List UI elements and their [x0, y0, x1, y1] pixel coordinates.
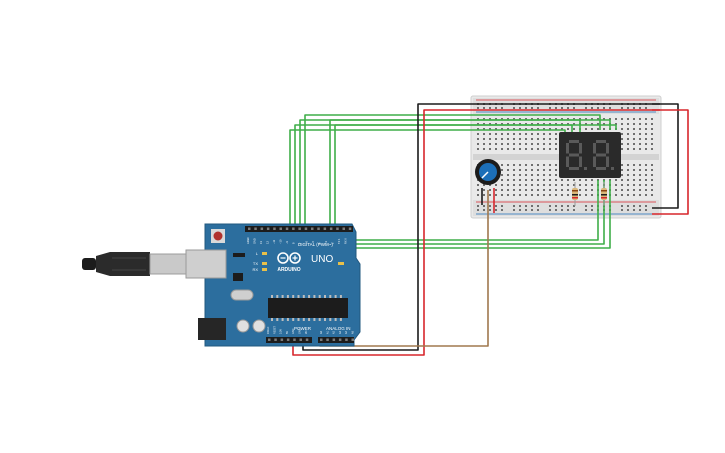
analog-pin-label: A0 [320, 330, 323, 334]
power-jack [198, 318, 226, 340]
digital-pin-label: ~3 [324, 240, 328, 244]
usb-plug-housing [96, 252, 150, 276]
usb-b-port [185, 249, 227, 279]
display-segment [593, 156, 596, 167]
arduino-brand-text: ARDUINO [277, 267, 300, 273]
digital-pin-label: ~9 [285, 240, 289, 244]
display-segment [596, 140, 606, 143]
led-label-l: L [256, 251, 259, 256]
capacitor-2 [252, 319, 266, 333]
digital-pin-label: 4 [318, 242, 322, 244]
display-segment [579, 156, 582, 167]
usb-cable-end [82, 258, 96, 270]
digital-label: DIGITAL (PWM~) [298, 242, 333, 247]
digital-pin-label: TX 1 [337, 238, 341, 244]
wire-green-4[interactable] [304, 114, 601, 232]
digital-pin-label: AREF [246, 237, 250, 244]
power-pin-label: 3.3V [280, 329, 283, 334]
display-segment [606, 156, 609, 167]
onboard-leds: L TX RX [252, 251, 267, 272]
display-segment [569, 167, 579, 170]
capacitor-1 [236, 319, 250, 333]
digital-pin-label: 13 [259, 241, 263, 244]
display-segment [593, 143, 596, 154]
digital-pin-label: ~5 [311, 240, 315, 244]
digital-pin-label: ~6 [305, 240, 309, 244]
digital-pin-label: 7 [298, 242, 302, 244]
power-pin-label: GND [299, 328, 302, 334]
bottom-power-rail [473, 200, 659, 216]
digital-pin-label: 8 [292, 242, 296, 244]
reset-button[interactable] [213, 231, 223, 241]
power-pin-label: 5V [286, 331, 289, 334]
analog-pin-label: A3 [339, 330, 342, 334]
potentiometer[interactable] [475, 159, 501, 185]
analog-pin-label: A5 [352, 330, 355, 334]
display-segment [596, 153, 606, 157]
display-segment [569, 153, 579, 157]
display-segment [566, 143, 569, 154]
display-segment [569, 140, 579, 143]
power-label: POWER [294, 326, 312, 331]
digital-pin-label: ~10 [279, 239, 283, 244]
wire-red-rail-jumper[interactable] [652, 109, 689, 215]
power-led [338, 262, 344, 265]
pot-indicator [481, 171, 489, 179]
usb-plug-metal [149, 253, 187, 275]
digital-pin-label: GND [253, 238, 257, 244]
display-segment [606, 143, 609, 154]
arduino-uno-board[interactable]: L TX RX ARDUINO UNO DIGITAL (PWM~) POWER… [185, 223, 361, 347]
smd-chip-1 [233, 253, 245, 257]
uno-model-text: UNO [311, 254, 333, 265]
digital-pin-label: ~11 [272, 239, 276, 244]
power-pin-label: Vin [305, 330, 308, 334]
power-pin-label: GND [292, 328, 295, 334]
analog-pin-label: A1 [326, 330, 329, 334]
display-decimal-point [611, 167, 614, 170]
power-pin-label: IOREF [267, 326, 270, 334]
led-label-tx: TX [253, 261, 258, 266]
digital-pin-label: RX 0 [344, 238, 348, 244]
crystal [230, 289, 254, 301]
display-body [559, 132, 621, 178]
display-segment [596, 167, 606, 170]
power-pin-label: RESET [273, 325, 276, 334]
resistor-2[interactable] [601, 182, 607, 206]
arduino-logo [277, 252, 301, 264]
display-segment [566, 156, 569, 167]
resistor-1[interactable] [572, 182, 578, 206]
digital-pin-label: 12 [266, 241, 270, 244]
chip-pins [271, 295, 342, 321]
analog-in-label: ANALOG IN [326, 326, 351, 331]
smd-chip-2 [233, 273, 243, 281]
display-digits [566, 140, 614, 170]
analog-pin-label: A2 [333, 330, 336, 334]
display-decimal-point [584, 167, 587, 170]
wire-black-rail-jumper[interactable] [652, 103, 679, 209]
display-segment [579, 143, 582, 154]
usb-cable[interactable] [82, 252, 187, 276]
wire-green-7[interactable] [322, 180, 599, 241]
atmega-chip [268, 298, 348, 318]
analog-header [318, 337, 354, 343]
analog-pin-label: A4 [345, 330, 348, 334]
wire-red-5v[interactable] [292, 109, 660, 356]
seven-segment-display[interactable]: 8. 8. [0, 0, 621, 178]
led-label-rx: RX [252, 267, 258, 272]
board-spacer [310, 262, 320, 292]
wire-green-6[interactable] [334, 124, 617, 232]
digital-pin-label: 2 [331, 242, 335, 244]
header-holes [248, 227, 354, 341]
